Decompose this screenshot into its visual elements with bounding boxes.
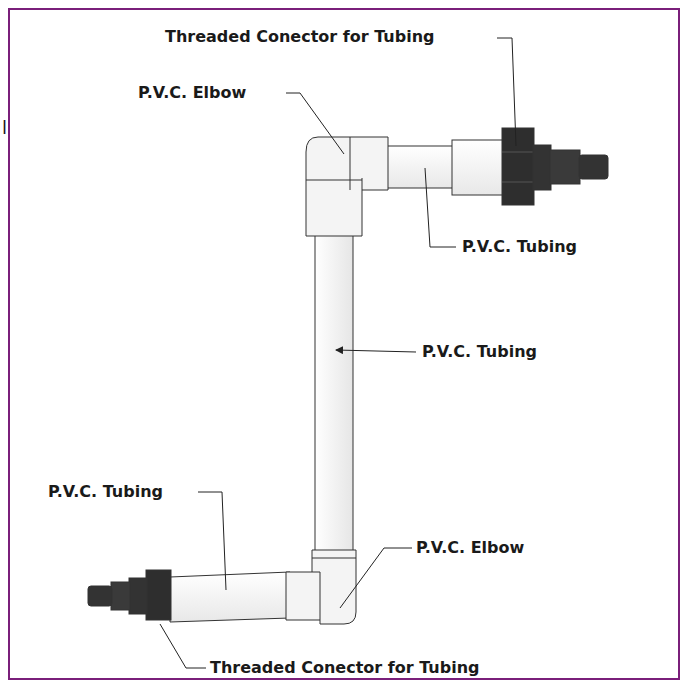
- part-label: Threaded Conector for Tubing: [208, 658, 481, 678]
- part-label: P.V.C. Tubing: [460, 237, 579, 257]
- part-label: P.V.C. Tubing: [420, 342, 539, 362]
- pipe-drawing: [88, 128, 608, 624]
- part-label: l: [0, 118, 9, 138]
- part-label: Threaded Conector for Tubing: [163, 27, 436, 47]
- frame: [9, 9, 679, 679]
- part-label: P.V.C. Elbow: [136, 83, 248, 103]
- part-label: P.V.C. Tubing: [46, 482, 165, 502]
- part-label: P.V.C. Elbow: [414, 538, 526, 558]
